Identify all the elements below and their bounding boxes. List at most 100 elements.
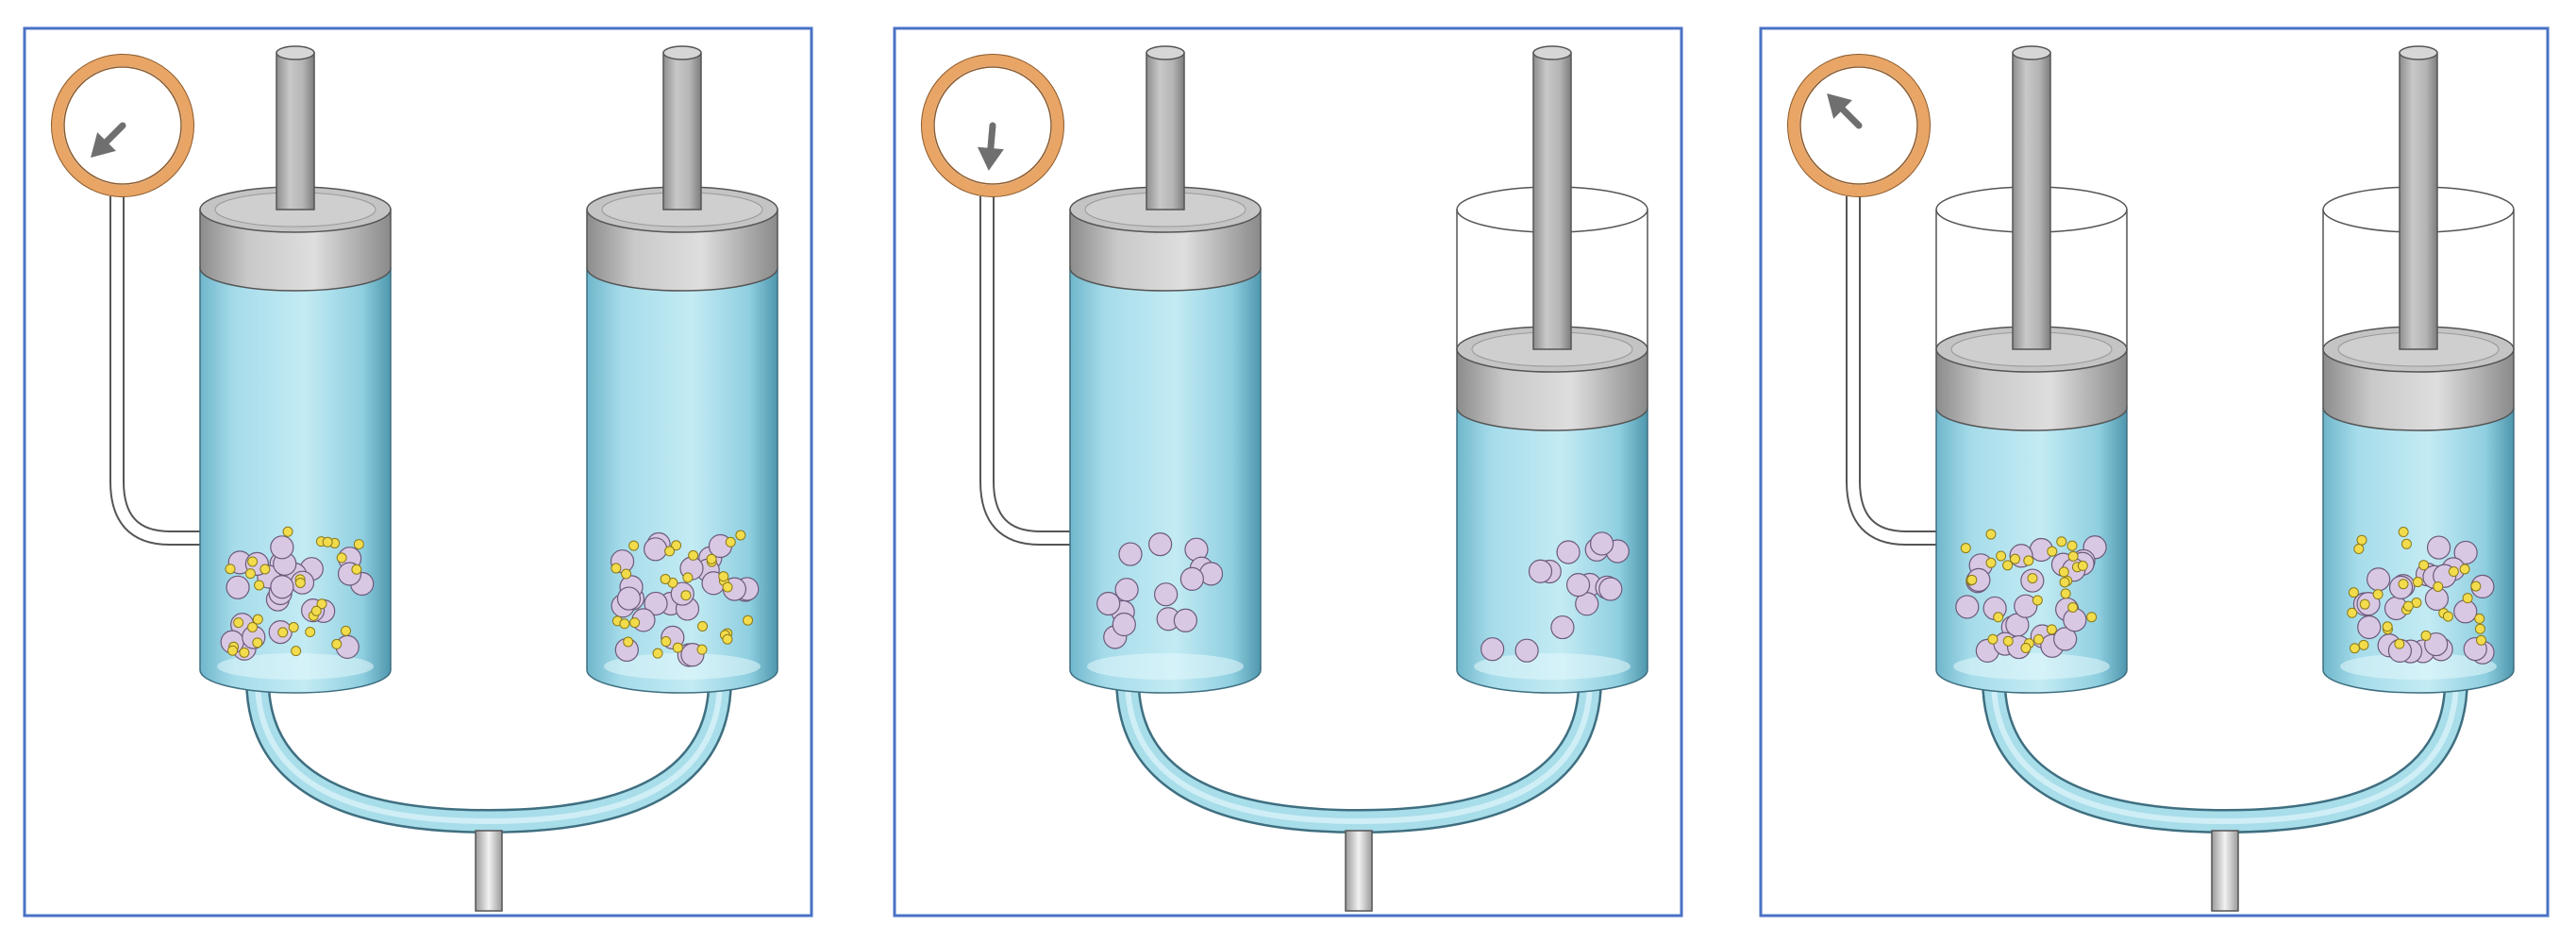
small-particle xyxy=(2462,593,2473,604)
small-particle xyxy=(1987,633,1999,645)
glass-wall xyxy=(1456,210,1648,349)
liquid-bottom-highlight xyxy=(1474,653,1631,680)
small-particle xyxy=(2398,579,2409,590)
liquid-bottom-highlight xyxy=(2340,653,2497,680)
small-particle xyxy=(619,618,630,630)
small-particle xyxy=(2348,587,2359,598)
pressure-gauge-icon xyxy=(1787,54,1936,546)
small-particle xyxy=(660,573,671,584)
small-particle xyxy=(2027,573,2038,584)
small-particle xyxy=(2047,546,2058,557)
piston-rod xyxy=(2012,52,2051,350)
gauge-needle-head xyxy=(91,132,116,158)
small-particle xyxy=(244,568,256,580)
large-particle xyxy=(1154,582,1179,607)
panel-3 xyxy=(1759,26,2550,918)
small-particle xyxy=(628,540,640,551)
small-particle xyxy=(2067,601,2079,613)
large-particle xyxy=(2367,567,2391,592)
particle-cluster xyxy=(2347,527,2495,665)
cylinder-left xyxy=(199,45,392,694)
liquid-bottom-highlight xyxy=(1953,653,2110,680)
small-particle xyxy=(259,564,271,575)
particle-cluster xyxy=(610,530,760,667)
small-particle xyxy=(247,556,259,567)
small-particle xyxy=(1993,612,2004,623)
glass-wall xyxy=(1935,210,2128,349)
small-particle xyxy=(661,636,672,648)
small-particle xyxy=(611,563,622,574)
small-particle xyxy=(1960,543,1971,554)
small-particle xyxy=(2459,564,2470,575)
gauge-tube xyxy=(1848,196,1936,544)
small-particle xyxy=(1985,529,1997,540)
small-particle xyxy=(2398,527,2409,538)
small-particle xyxy=(291,646,302,657)
small-particle xyxy=(305,627,316,638)
piston-rod xyxy=(1146,52,1185,210)
large-particle xyxy=(1598,577,1623,601)
small-particle xyxy=(2359,598,2370,610)
small-particle xyxy=(680,590,692,601)
large-particle xyxy=(1114,578,1139,602)
large-particle xyxy=(1528,559,1553,583)
gauge-needle-head xyxy=(977,146,1004,171)
piston-rod-cap xyxy=(2399,45,2438,60)
particle-cluster xyxy=(1955,529,2107,663)
connecting-tube xyxy=(1115,679,1602,912)
liquid-bottom-highlight xyxy=(604,653,761,680)
small-particle xyxy=(2470,581,2482,592)
small-particle xyxy=(2448,566,2459,578)
small-particle xyxy=(351,564,362,575)
cylinder-right xyxy=(1456,45,1648,694)
small-particle xyxy=(696,644,708,655)
small-particle xyxy=(2046,624,2057,635)
piston-rod xyxy=(662,52,702,210)
small-particle xyxy=(2382,621,2393,632)
small-particle xyxy=(310,605,322,616)
small-particle xyxy=(227,645,239,656)
gauge-tube xyxy=(981,196,1070,544)
small-particle xyxy=(2356,534,2367,546)
small-particle xyxy=(2032,595,2043,606)
small-particle xyxy=(353,539,364,550)
small-particle xyxy=(2349,643,2360,654)
small-particle xyxy=(2474,623,2485,634)
small-particle xyxy=(688,549,699,561)
small-particle xyxy=(718,571,729,582)
gauge-tube xyxy=(111,196,200,544)
pressure-gauge-icon xyxy=(921,54,1070,546)
cylinder-right xyxy=(586,45,778,694)
panel-2 xyxy=(893,26,1683,918)
small-particle xyxy=(735,530,746,541)
large-particle xyxy=(1955,595,1980,619)
piston-rod xyxy=(276,52,315,210)
small-particle xyxy=(2353,544,2365,555)
small-particle xyxy=(2347,607,2358,618)
tube-stem xyxy=(1345,830,1373,912)
large-particle xyxy=(616,586,642,611)
large-particle xyxy=(226,575,250,599)
large-particle xyxy=(1112,612,1136,637)
piston-rod-cap xyxy=(1146,45,1185,60)
small-particle xyxy=(341,625,352,636)
piston-rod-cap xyxy=(276,45,315,60)
small-particle xyxy=(2394,638,2405,649)
small-particle xyxy=(336,552,347,564)
small-particle xyxy=(2059,577,2070,588)
piston-rod-cap xyxy=(662,45,702,60)
small-particle xyxy=(629,617,641,629)
particle-cluster xyxy=(1480,531,1630,663)
large-particle xyxy=(1480,637,1505,662)
large-particle xyxy=(2426,535,2451,560)
tube-highlight xyxy=(1991,679,2459,825)
large-particle xyxy=(1179,566,1204,591)
cylinder-left xyxy=(1069,45,1262,694)
liquid-body xyxy=(586,267,778,694)
large-particle xyxy=(1173,608,1197,632)
large-particle xyxy=(1514,638,1539,663)
small-particle xyxy=(2020,642,2032,653)
particle-cluster xyxy=(1096,531,1224,649)
